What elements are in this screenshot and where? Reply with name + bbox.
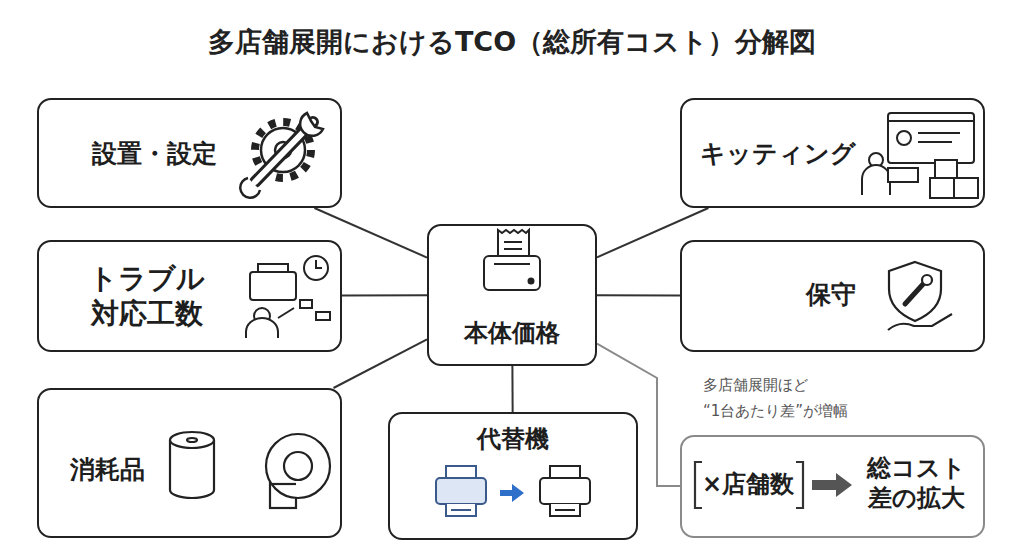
roll-inner xyxy=(284,452,312,480)
cost-box: 消耗品 xyxy=(37,388,342,538)
box-label: トラブル 対応工数 xyxy=(77,261,217,331)
receipt-paper xyxy=(498,230,529,262)
clock xyxy=(304,256,328,280)
connector-line xyxy=(511,366,513,412)
cost-box: ×店舗数 総コスト 差の拡大 xyxy=(680,435,985,538)
multiplier-bracket xyxy=(695,462,803,508)
printer-receipt xyxy=(446,504,476,516)
box-label: 代替機 xyxy=(450,424,576,454)
roll-body xyxy=(170,440,214,498)
hand xyxy=(888,314,952,330)
gear-teeth xyxy=(255,122,311,178)
printer-receipt xyxy=(550,504,580,516)
gear-wrench-icon xyxy=(240,113,323,198)
cost-box: 保守 xyxy=(680,240,985,352)
gear-body xyxy=(261,128,305,172)
monitor-bar xyxy=(888,120,974,122)
person-head xyxy=(254,308,270,324)
box-label: キッティング xyxy=(688,138,868,169)
box-label: 保守 xyxy=(781,279,881,310)
box-label: 消耗品 xyxy=(52,454,162,485)
connector-line xyxy=(342,294,427,296)
cost-box: 代替機 xyxy=(388,412,638,540)
diagram-title: 多店舗展開におけるTCO（総所有コスト）分解図 xyxy=(0,24,1024,60)
label-roll-icon xyxy=(266,434,330,508)
wrench-shaft xyxy=(255,122,313,182)
cost-box: トラブル 対応工数 xyxy=(37,240,342,352)
printer-body xyxy=(540,478,590,504)
label-tail xyxy=(270,470,296,508)
box xyxy=(954,178,978,198)
wrench-head xyxy=(922,275,932,285)
receipt-line xyxy=(504,248,522,250)
edge-note: 多店舗展開ほど “1台あたり差”が増幅 xyxy=(703,372,903,425)
wrench-tail xyxy=(240,178,260,198)
printer-paper xyxy=(446,466,476,480)
result-arrow xyxy=(812,473,852,497)
box-label: ×店舗数 xyxy=(698,469,798,499)
person-body xyxy=(862,165,890,195)
wrench-head xyxy=(300,113,323,136)
part xyxy=(300,300,312,308)
connector-line xyxy=(333,339,427,388)
roll-outer xyxy=(266,434,330,498)
printer-body xyxy=(436,478,486,504)
connector-line xyxy=(597,294,680,296)
monitor xyxy=(888,113,974,163)
receipt-line xyxy=(504,241,522,243)
cost-box: キッティング xyxy=(680,98,985,208)
clock-hands xyxy=(316,260,322,268)
cost-box: 設置・設定 xyxy=(37,98,342,208)
box xyxy=(935,160,957,178)
printer-body xyxy=(484,256,540,290)
printer-body xyxy=(250,272,296,300)
desk xyxy=(888,168,918,182)
shield xyxy=(889,262,941,321)
wrench-shaft-inner xyxy=(255,122,313,182)
receipt-line xyxy=(555,509,575,511)
person-arm xyxy=(278,308,294,318)
receipt-printer-icon xyxy=(484,230,540,290)
right-bracket xyxy=(796,462,803,508)
receipt-line xyxy=(451,509,471,511)
printer-slot xyxy=(494,263,530,265)
box xyxy=(930,178,954,198)
wrench xyxy=(905,282,925,304)
printer-top xyxy=(258,264,288,272)
trouble-icon xyxy=(246,256,330,338)
monitor-line xyxy=(918,132,960,134)
printer-led xyxy=(529,279,534,284)
kitting-icon xyxy=(862,113,978,198)
person-head xyxy=(869,153,883,167)
paper-roll-icon xyxy=(170,432,214,498)
swap-arrow xyxy=(500,484,524,502)
gear-hub xyxy=(275,142,291,158)
part xyxy=(316,312,330,320)
roll-top xyxy=(170,432,214,448)
box-label: 総コスト 差の拡大 xyxy=(854,453,978,513)
monitor-line xyxy=(918,141,952,143)
small-gear xyxy=(897,131,911,145)
printer-paper xyxy=(550,466,580,480)
roll-core xyxy=(187,438,197,442)
cost-box: 本体価格 xyxy=(427,224,597,366)
person-body xyxy=(246,318,278,338)
shield-icon xyxy=(888,262,952,330)
replacement-icon xyxy=(436,466,590,516)
left-bracket xyxy=(695,462,702,508)
label-line xyxy=(272,483,296,485)
box-label: 本体価格 xyxy=(429,318,594,348)
box-label: 設置・設定 xyxy=(69,138,239,169)
